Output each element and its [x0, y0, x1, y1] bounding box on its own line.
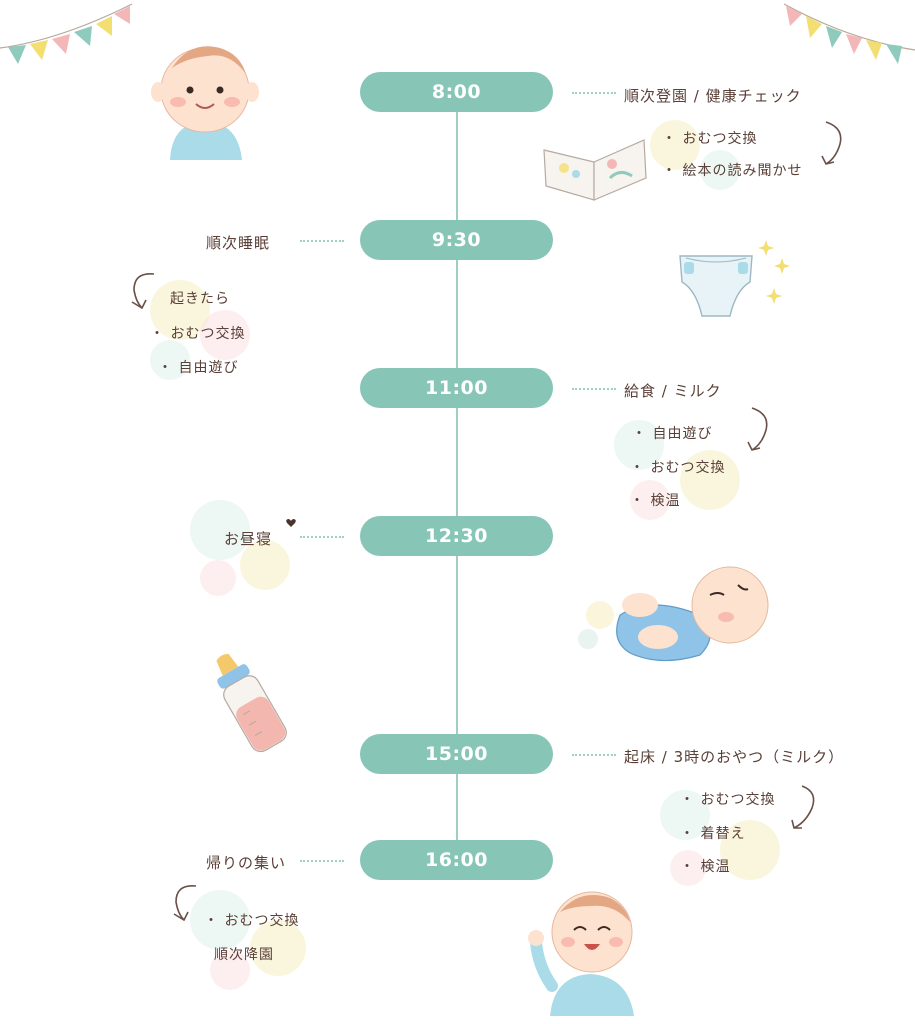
bubble-decoration	[680, 450, 740, 510]
connector	[572, 92, 616, 94]
time-pill-1500: 15:00	[360, 734, 553, 774]
connector	[572, 754, 616, 756]
time-pill-1100: 11:00	[360, 368, 553, 408]
bubble-decoration	[630, 480, 670, 520]
curved-arrow-icon	[791, 785, 815, 829]
bubble-decoration	[200, 310, 250, 360]
curved-arrow-icon	[747, 407, 768, 451]
event-item: 起きたら	[170, 291, 230, 307]
bubble-decoration	[660, 790, 710, 840]
connector	[572, 388, 616, 390]
event-item: ・ おむつ交換	[662, 131, 758, 147]
event-item: ・ おむつ交換	[680, 792, 776, 808]
time-pill-0800: 8:00	[360, 72, 553, 112]
event-item: ・ 着替え	[680, 826, 746, 842]
event-title: 帰りの集い	[206, 854, 287, 872]
bunting-flags-icon	[783, 3, 915, 64]
baby-face-icon	[151, 46, 259, 160]
curved-arrow-icon	[131, 273, 155, 310]
event-item: ・ おむつ交換	[204, 913, 300, 929]
bubble-decoration	[670, 850, 706, 886]
timeline-spine	[456, 92, 458, 862]
picture-book-icon	[543, 139, 647, 201]
heart-icon	[286, 519, 296, 527]
bubble-decoration	[190, 890, 250, 950]
event-item: ・ 絵本の読み聞かせ	[662, 163, 803, 179]
bubble-decoration	[200, 560, 236, 596]
sparkle-icon	[758, 240, 790, 304]
connector	[300, 860, 344, 862]
bubble-decoration	[190, 500, 250, 560]
event-title: 給食 / ミルク	[624, 382, 722, 400]
bubble-decoration	[250, 920, 306, 976]
event-item: ・ おむつ交換	[630, 460, 726, 476]
event-item: ・ 検温	[630, 493, 681, 509]
event-title: お昼寝	[224, 530, 273, 548]
bubble-decoration	[650, 120, 700, 170]
event-title: 起床 / 3時のおやつ（ミルク）	[624, 748, 845, 766]
event-title: 順次睡眠	[206, 234, 271, 252]
connector	[300, 536, 344, 538]
time-pill-0930: 9:30	[360, 220, 553, 260]
bubble-decoration	[150, 340, 190, 380]
curved-arrow-icon	[173, 885, 197, 922]
event-item: ・ おむつ交換	[150, 326, 246, 342]
event-item: ・ 検温	[680, 859, 731, 875]
bunting-flags-icon	[0, 3, 133, 64]
waving-baby-icon	[528, 891, 634, 1016]
event-title: 順次登園 / 健康チェック	[624, 87, 802, 105]
bubble-decoration	[210, 950, 250, 990]
bubble-decoration	[240, 540, 290, 590]
connector	[300, 240, 344, 242]
event-item: 順次降園	[214, 947, 274, 963]
sleeping-baby-icon	[578, 566, 769, 662]
diaper-icon	[679, 255, 753, 317]
bubble-decoration	[720, 820, 780, 880]
baby-bottle-icon	[216, 653, 287, 753]
bubble-decoration	[614, 420, 664, 470]
time-pill-1600: 16:00	[360, 840, 553, 880]
bubble-decoration	[700, 150, 740, 190]
event-item: ・ 自由遊び	[632, 426, 713, 442]
curved-arrow-icon	[821, 121, 842, 165]
time-pill-1230: 12:30	[360, 516, 553, 556]
event-item: ・ 自由遊び	[158, 360, 239, 376]
